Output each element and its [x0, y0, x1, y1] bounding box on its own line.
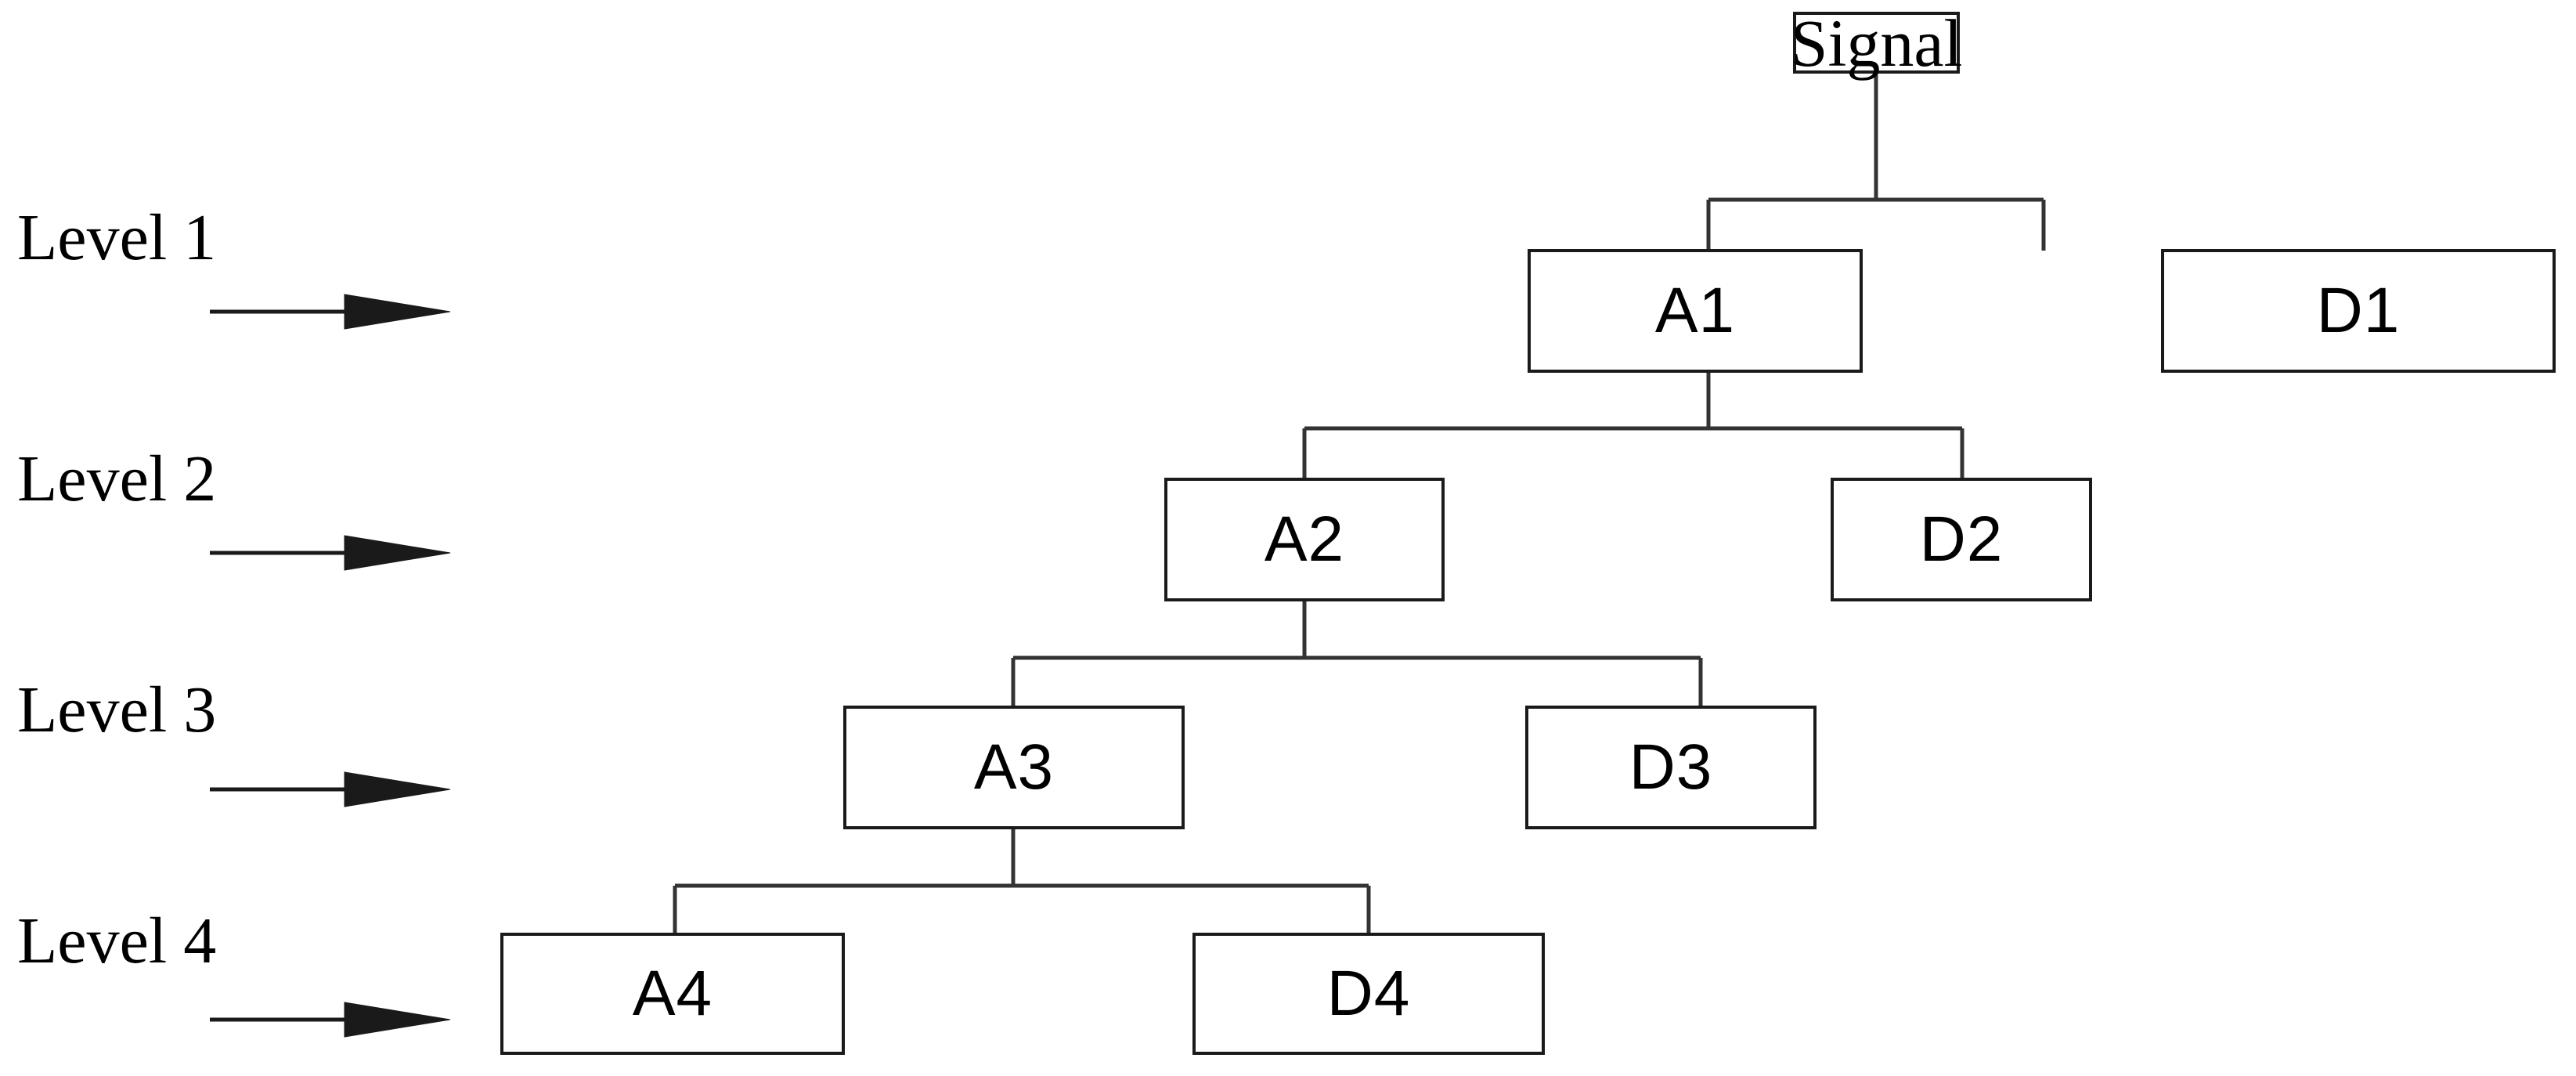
level-1-arrow-icon: [210, 294, 451, 330]
level-label-4: Level 4: [17, 904, 217, 977]
node-a4[interactable]: A4: [500, 933, 845, 1055]
level-3-arrow-icon: [210, 771, 451, 807]
level-2-arrow-icon: [210, 535, 451, 571]
node-signal[interactable]: Signal: [1790, 5, 1963, 81]
level-arrows: [210, 294, 451, 1038]
level-label-3: Level 3: [17, 673, 217, 746]
node-d4[interactable]: D4: [1192, 933, 1545, 1055]
level-4-arrow-icon: [210, 1002, 451, 1038]
level-label-2: Level 2: [17, 442, 217, 515]
node-a3[interactable]: A3: [843, 706, 1185, 829]
level-label-1: Level 1: [17, 201, 217, 274]
node-a1[interactable]: A1: [1528, 249, 1863, 373]
node-d3[interactable]: D3: [1525, 706, 1817, 829]
node-a2[interactable]: A2: [1164, 478, 1445, 601]
node-d2[interactable]: D2: [1831, 478, 2092, 601]
node-d1[interactable]: D1: [2161, 249, 2556, 373]
